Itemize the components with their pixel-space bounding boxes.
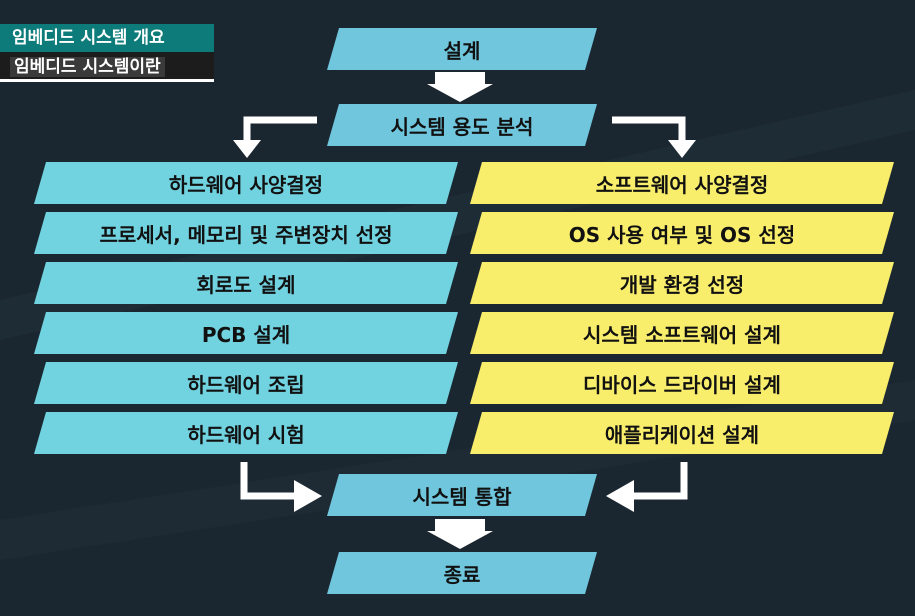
sw-step-3-label: 개발 환경 선정	[619, 272, 745, 297]
hw-step-4: PCB 설계	[34, 312, 458, 354]
sw-step-2-label: OS 사용 여부 및 OS 선정	[568, 222, 796, 247]
subtitle-text: 임베디드 시스템이란	[10, 57, 165, 77]
sw-step-4-label: 시스템 소프트웨어 설계	[583, 322, 781, 347]
end-box: 종료	[327, 552, 597, 594]
branch-left-arrow-icon	[233, 116, 317, 158]
hw-step-3: 회로도 설계	[34, 262, 458, 304]
merge-right-arrow-icon	[606, 462, 688, 512]
hw-step-5-label: 하드웨어 조립	[187, 372, 305, 397]
sw-step-5-label: 디바이스 드라이버 설계	[583, 372, 781, 397]
sw-step-3: 개발 환경 선정	[470, 262, 894, 304]
analysis-label: 시스템 용도 분석	[390, 114, 534, 139]
sw-step-6: 애플리케이션 설계	[470, 412, 894, 454]
hw-step-6: 하드웨어 시험	[34, 412, 458, 454]
end-label: 종료	[443, 562, 481, 587]
category-tag: 임베디드 시스템 개요	[0, 24, 214, 52]
down-arrow-icon	[427, 72, 493, 102]
design-box: 설계	[327, 28, 597, 70]
hw-step-2-label: 프로세서, 메모리 및 주변장치 선정	[99, 222, 393, 247]
hw-step-3-label: 회로도 설계	[196, 272, 296, 297]
design-label: 설계	[443, 38, 481, 63]
sw-step-4: 시스템 소프트웨어 설계	[470, 312, 894, 354]
hw-step-6-label: 하드웨어 시험	[187, 422, 305, 447]
integration-label: 시스템 통합	[412, 484, 512, 509]
sw-step-5: 디바이스 드라이버 설계	[470, 362, 894, 404]
down-arrow-icon	[427, 519, 493, 549]
hw-step-5: 하드웨어 조립	[34, 362, 458, 404]
hw-step-4-label: PCB 설계	[201, 322, 291, 347]
sw-step-1-label: 소프트웨어 사양결정	[595, 172, 769, 197]
integration-box: 시스템 통합	[327, 474, 597, 516]
branch-right-arrow-icon	[612, 116, 696, 158]
sw-step-2: OS 사용 여부 및 OS 선정	[470, 212, 894, 254]
analysis-box: 시스템 용도 분석	[327, 104, 597, 146]
hw-step-1-label: 하드웨어 사양결정	[168, 172, 324, 197]
hw-step-1: 하드웨어 사양결정	[34, 162, 458, 204]
hw-step-2: 프로세서, 메모리 및 주변장치 선정	[34, 212, 458, 254]
merge-left-arrow-icon	[240, 462, 322, 512]
sw-step-6-label: 애플리케이션 설계	[604, 422, 760, 447]
subtitle-tag: 임베디드 시스템이란	[0, 52, 214, 82]
sw-step-1: 소프트웨어 사양결정	[470, 162, 894, 204]
